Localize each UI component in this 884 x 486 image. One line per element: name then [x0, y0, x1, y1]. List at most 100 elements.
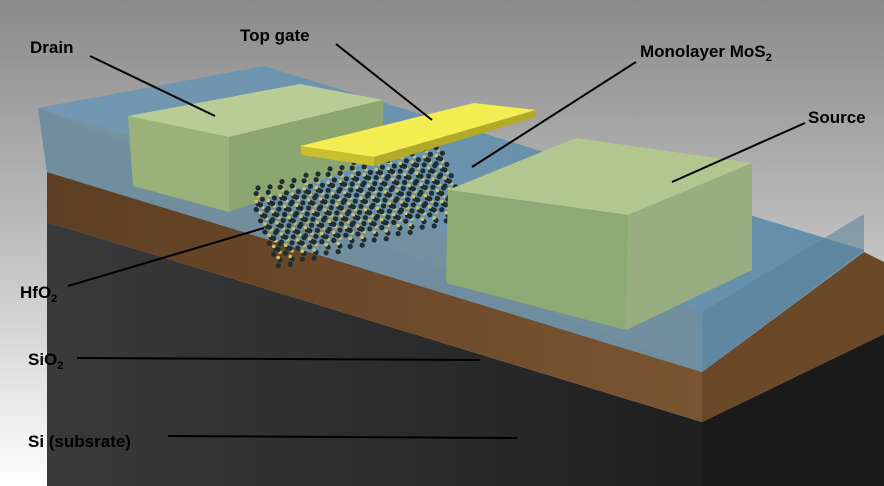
mos2-atom	[316, 206, 322, 212]
mos2-atom	[387, 201, 392, 205]
mos2-atom	[275, 221, 279, 225]
mos2-atom	[371, 237, 377, 243]
mos2-atom	[334, 210, 340, 216]
mos2-atom	[291, 227, 296, 231]
mos2-atom	[253, 191, 259, 197]
mos2-atom	[367, 226, 373, 232]
mos2-atom	[397, 209, 403, 215]
mos2-atom	[436, 174, 442, 180]
mos2-atom	[336, 241, 341, 246]
sio2-layer-side	[702, 252, 884, 422]
mos2-atom	[405, 197, 411, 203]
mos2-atom	[410, 186, 416, 192]
mos2-atom	[255, 185, 261, 191]
si-substrate-front	[47, 222, 702, 486]
mos2-atom	[386, 208, 392, 214]
top-gate-front	[300, 146, 374, 166]
mos2-atom	[300, 200, 306, 206]
mos2-atom	[431, 223, 437, 229]
mos2-atom	[402, 179, 408, 185]
mos2-atom	[288, 201, 294, 207]
mos2-atom	[448, 173, 454, 179]
mos2-atom	[386, 192, 392, 198]
mos2-atom	[384, 229, 389, 233]
mos2-atom	[308, 237, 312, 241]
mos2-atom	[360, 182, 366, 188]
mos2-atom	[432, 216, 437, 220]
mos2-atom	[324, 243, 329, 247]
mos2-atom	[441, 185, 447, 191]
top-gate-side	[374, 110, 536, 166]
mos2-atom	[312, 248, 317, 252]
mos2-atom	[295, 189, 301, 195]
mos2-atom	[280, 217, 286, 223]
mos2-atom	[323, 250, 329, 256]
mos2-atom	[282, 195, 288, 201]
mos2-atom	[342, 190, 347, 195]
mos2-atom	[434, 195, 440, 201]
sio2-label: SiO2	[28, 350, 63, 372]
mos2-atom	[321, 217, 327, 223]
mos2-atom	[326, 180, 331, 185]
mos2-atom	[285, 229, 291, 235]
source-label: Source	[808, 108, 866, 128]
mos2-atom	[420, 217, 425, 221]
mos2-atom	[403, 158, 409, 164]
mos2-atom	[266, 240, 272, 246]
mos2-atom	[339, 214, 344, 218]
mos2-atom	[278, 223, 284, 229]
monolayer-mos2-label: Monolayer MoS2	[640, 42, 772, 64]
mos2-atom	[407, 229, 413, 235]
mos2-atom	[366, 175, 372, 181]
mos2-atom	[262, 213, 268, 219]
mos2-atom	[291, 177, 297, 183]
mos2-atom	[359, 196, 363, 201]
mos2-atom	[379, 209, 385, 215]
mos2-atom	[378, 179, 383, 183]
mos2-atom	[289, 183, 295, 189]
mos2-atom	[297, 223, 303, 229]
mos2-atom	[410, 160, 415, 164]
hfo2-side-band	[702, 214, 864, 372]
mos2-atom	[430, 184, 436, 190]
mos2-atom	[264, 207, 270, 213]
mos2-atom	[408, 222, 413, 227]
mos2-atom	[355, 171, 361, 177]
mos2-atom	[347, 227, 353, 233]
hfo2-label: HfO2	[20, 283, 58, 305]
top-gate-top	[300, 103, 536, 157]
mos2-atom	[327, 219, 332, 223]
mos2-atom	[339, 165, 345, 171]
mos2-atom	[404, 211, 408, 215]
mos2-atom	[380, 217, 384, 222]
mos2-atom	[322, 199, 328, 205]
mos2-atom	[391, 163, 397, 169]
mos2-atom	[335, 249, 341, 255]
mos2-atom	[309, 222, 315, 228]
mos2-atom	[422, 155, 427, 159]
mos2-atom	[319, 223, 325, 229]
mos2-atom	[274, 212, 280, 218]
mos2-atom	[253, 207, 259, 213]
mos2-atom	[398, 161, 403, 165]
mos2-atom	[271, 195, 277, 201]
mos2-atom	[361, 164, 367, 170]
mos2-atom	[364, 193, 370, 199]
mos2-atom	[354, 192, 360, 198]
mos2-atom	[306, 189, 312, 195]
mos2-atom	[420, 168, 426, 174]
hfo2-leader-line	[67, 227, 265, 287]
mos2-atom	[350, 174, 355, 178]
mos2-atom	[444, 211, 449, 215]
mos2-atom	[312, 195, 318, 201]
mos2-atom	[320, 231, 324, 236]
mos2-atom	[259, 196, 265, 202]
mos2-atom	[318, 197, 323, 201]
mos2-atom	[282, 211, 288, 217]
mos2-atom	[424, 179, 430, 185]
mos2-atom	[331, 221, 337, 227]
mos2-atom	[349, 181, 355, 187]
hfo2-label-subscript: 2	[51, 293, 58, 305]
mos2-atom	[287, 261, 293, 267]
monolayer-label-text: Monolayer MoS	[640, 42, 766, 61]
